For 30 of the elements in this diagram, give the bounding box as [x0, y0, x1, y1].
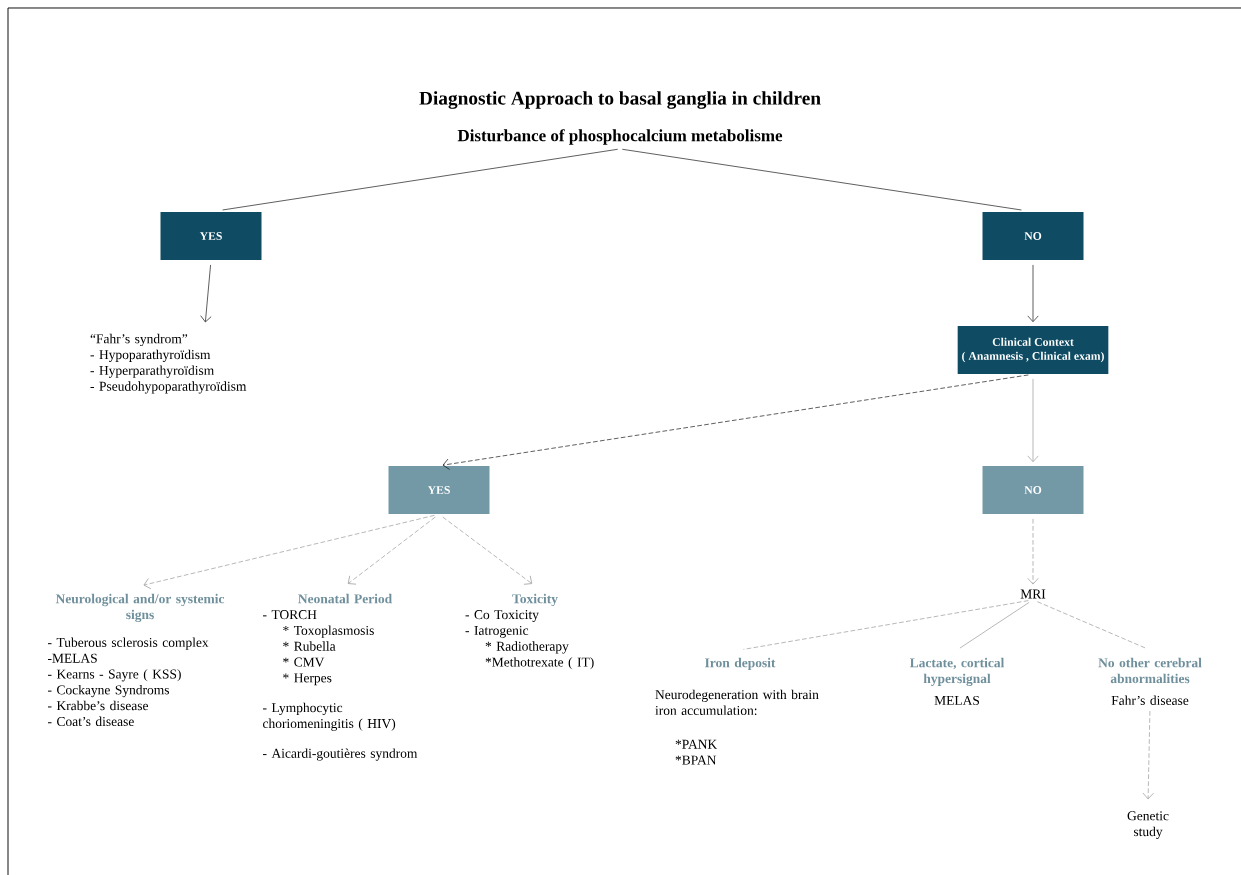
arrow: [143, 514, 435, 590]
connector-line: [959, 602, 1030, 649]
arrow: [1027, 378, 1039, 463]
diagnosis-list: “Fahr’s syndrom” - Hypoparathyroïdism - Hyperparathyroïdism - Pseudohypoparathyroïdism: [90, 333, 247, 394]
category-text: Neonatal Period - TORCH * Toxoplasmosis * Rubella * CMV * Herpes - Lymphocytic choriomeningitis ( HIV) - Aicardi-goutières syndrom: [263, 593, 418, 761]
exam-text: MRI: [1020, 589, 1046, 599]
category-text: Toxicity - Co Toxicity - Iatrogenic * Radiotherapy *Methotrexate ( IT): [465, 593, 594, 670]
question-text: Disturbance of phosphocalcium metabolisme: [457, 129, 783, 145]
title: Diagnostic Approach to basal ganglia in children: [419, 91, 821, 109]
arrow: [200, 264, 212, 323]
connector-line: [1036, 601, 1148, 649]
connector-line: [622, 148, 1022, 211]
category-text: Neurological and/or systemic signs - Tuberous sclerosis complex -MELAS - Kearns - Sayre ( KSS) - Cockayne Syndroms - Krabbe’s disease - Coat’s disease: [48, 593, 225, 727]
arrow: [442, 374, 1029, 470]
connector-line: [743, 600, 1029, 650]
decision-box: NO: [982, 212, 1084, 260]
arrow: [1142, 710, 1154, 800]
arrow: [1027, 518, 1039, 585]
arrow: [347, 516, 436, 585]
decision-box: YES: [160, 212, 262, 260]
process-box: Clinical Context ( Anamnesis , Clinical exam): [957, 326, 1109, 374]
arrow: [442, 516, 533, 585]
category-text: Lactate, cortical hypersignal MELAS: [909, 657, 1005, 705]
decision-box: NO: [982, 466, 1084, 514]
category-text: Iron deposit Neurodegeneration with brain iron accumulation: *PANK *BPAN: [655, 657, 819, 765]
arrow: [1027, 264, 1039, 323]
category-text: No other cerebral abnormalities Fahr’s disease: [1098, 657, 1202, 705]
connector-line: [222, 148, 619, 211]
outcome-text: Genetic study: [1127, 811, 1169, 839]
decision-box: YES: [388, 466, 490, 514]
